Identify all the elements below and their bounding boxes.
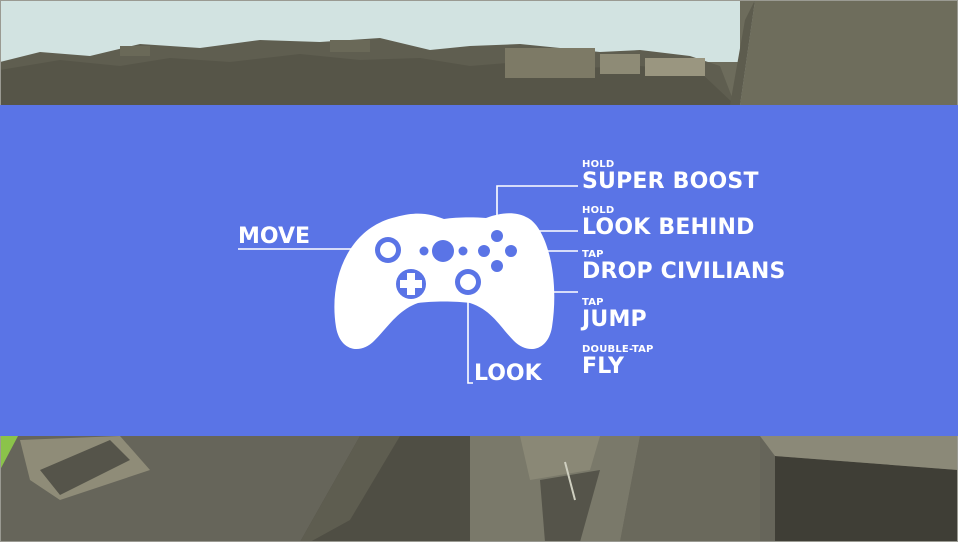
start-button-icon (458, 246, 468, 256)
controls-overlay-panel: MOVE LOOK HOLD SUPER BOOST HOLD LOOK BEH… (0, 105, 958, 436)
action-name-label: SUPER BOOST (582, 169, 759, 194)
action-mode-label: TAP (582, 249, 604, 260)
action-name-label: LOOK BEHIND (582, 215, 755, 240)
look-label: LOOK (474, 361, 542, 386)
back-button-icon (419, 246, 429, 256)
face-buttons-icon (478, 230, 517, 272)
controller-diagram (238, 185, 578, 384)
guide-button-icon (432, 240, 454, 262)
gamepad-icon (334, 213, 555, 350)
action-mode-label: TAP (582, 297, 604, 308)
left-stick-icon (375, 237, 401, 263)
action-mode-label: HOLD (582, 159, 615, 170)
leader-lines (238, 185, 578, 384)
action-name-label: DROP CIVILIANS (582, 259, 786, 284)
action-mode-label: DOUBLE-TAP (582, 344, 654, 355)
move-label: MOVE (238, 224, 311, 249)
action-name-label: FLY (582, 354, 625, 379)
action-name-label: JUMP (582, 307, 647, 332)
action-mode-label: HOLD (582, 205, 615, 216)
right-stick-icon (455, 269, 481, 295)
dpad-icon (396, 269, 426, 299)
